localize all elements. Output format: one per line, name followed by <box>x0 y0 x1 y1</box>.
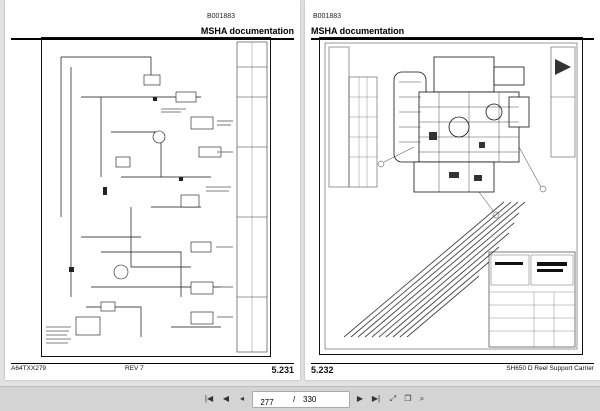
right-document-page: B001883 MSHA documentation <box>305 0 600 380</box>
doc-code: B001883 <box>313 13 342 20</box>
last-page-icon[interactable]: ▶| <box>371 394 381 403</box>
footer-rule <box>311 363 594 364</box>
hydraulic-schematic <box>41 37 271 357</box>
viewer-toolbar: |◀ ◀ ◂ / 330 ▶ ▶| ⤢ ❐ ⌕ <box>0 386 600 411</box>
footer-revision: REV 7 <box>125 365 144 372</box>
left-document-page: B001883 MSHA documentation <box>5 0 300 380</box>
page-number: 5.231 <box>271 365 294 375</box>
previous-page-icon[interactable]: ◀ <box>222 394 230 403</box>
page-separator: / <box>293 395 296 404</box>
total-pages: 330 <box>303 395 317 404</box>
footer-rule <box>11 363 294 364</box>
page-header: MSHA documentation <box>311 26 594 40</box>
zoom-icon[interactable]: ⌕ <box>419 394 425 403</box>
document-title: SH650 D Reel Support Carrier <box>506 365 594 372</box>
footer-doc-id: A64TXX279 <box>11 365 47 372</box>
assembly-drawing <box>319 37 583 355</box>
page-number: 5.232 <box>311 365 334 375</box>
next-page-icon[interactable]: ▶ <box>356 394 364 403</box>
page-navigator: / 330 <box>252 391 350 408</box>
previous-spread-icon[interactable]: ◂ <box>239 394 244 403</box>
fit-page-icon[interactable]: ⤢ <box>389 394 397 403</box>
copy-icon[interactable]: ❐ <box>404 394 412 403</box>
doc-code: B001883 <box>207 13 236 20</box>
first-page-icon[interactable]: |◀ <box>204 394 214 403</box>
page-number-input[interactable] <box>253 398 281 407</box>
page-header: MSHA documentation <box>11 26 294 40</box>
